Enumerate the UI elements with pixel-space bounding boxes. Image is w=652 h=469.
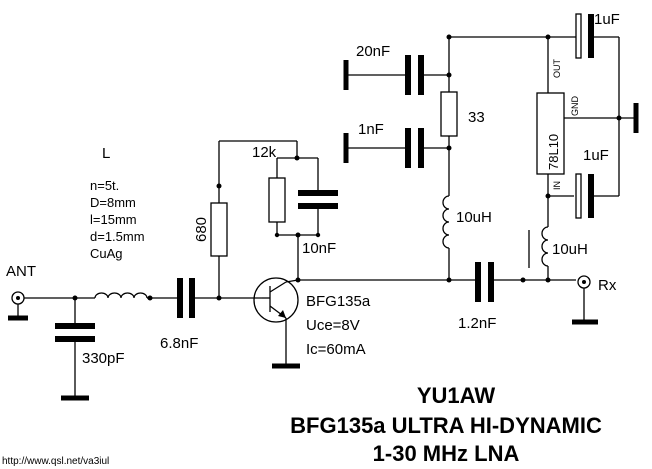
capacitor-1uf-bottom <box>548 173 619 219</box>
junction-dot <box>147 295 153 301</box>
junction-dot <box>295 232 301 238</box>
l-choke1-label: 10uH <box>456 209 492 226</box>
r-33-label: 33 <box>468 109 485 126</box>
inductor-choke-2 <box>528 196 549 280</box>
capacitor-6-8nf <box>177 278 262 318</box>
junction-dot <box>294 155 300 161</box>
junction-dot <box>216 183 222 189</box>
ic-label: Ic=60mA <box>306 341 366 358</box>
c-1uf-top-label: 1uF <box>594 11 620 28</box>
author-title: YU1AW <box>417 383 495 408</box>
c-1nf-label: 1nF <box>358 121 384 138</box>
rx-connector <box>572 275 598 325</box>
capacitor-1uf-top <box>575 13 619 59</box>
c-1-2nf-label: 1.2nF <box>458 315 496 332</box>
capacitor-330pf <box>55 298 95 401</box>
coil-spec-wire: d=1.5mm <box>90 229 145 244</box>
r-12k-label: 12k <box>252 144 277 161</box>
reg-gnd-label: GND <box>570 96 580 117</box>
resistor-680 <box>210 140 297 298</box>
antenna-connector <box>8 291 28 321</box>
regulator-78l10 <box>536 37 619 196</box>
feedback-network <box>268 141 338 280</box>
coil-spec-length: l=15mm <box>90 212 137 227</box>
uce-label: Uce=8V <box>306 317 360 334</box>
junction-dot <box>545 34 551 40</box>
capacitor-1-2nf <box>475 262 576 302</box>
r-680-label: 680 <box>193 217 210 242</box>
c-10nf-label: 10nF <box>302 240 336 257</box>
c-330pf-label: 330pF <box>82 350 125 367</box>
junction-dot <box>315 232 321 238</box>
input-inductor <box>94 292 180 299</box>
coil-spec-material: CuAg <box>90 246 123 261</box>
capacitor-20nf <box>343 55 449 95</box>
reg-in-label: IN <box>552 181 562 190</box>
title-line-2: 1-30 MHz LNA <box>373 441 520 466</box>
c-6-8nf-label: 6.8nF <box>160 335 198 352</box>
reg-name-label: 78L10 <box>546 134 561 170</box>
reg-out-label: OUT <box>552 59 562 79</box>
title-line-1: BFG135a ULTRA HI-DYNAMIC <box>290 413 602 438</box>
ant-label: ANT <box>6 263 36 280</box>
rx-label: Rx <box>598 277 617 294</box>
coil-spec-turns: n=5t. <box>90 178 119 193</box>
coil-spec-diameter: D=8mm <box>90 195 136 210</box>
inductor-choke-1 <box>442 195 450 280</box>
c-20nf-label: 20nF <box>356 43 390 60</box>
coil-name-label: L <box>102 145 110 162</box>
l-choke2-label: 10uH <box>552 241 588 258</box>
source-url: http://www.qsl.net/va3iul <box>2 456 109 467</box>
transistor-label: BFG135a <box>306 293 371 310</box>
capacitor-1nf <box>343 128 449 168</box>
junction-dot <box>520 277 526 283</box>
transistor-bfg135a <box>253 277 300 369</box>
junction-dot <box>274 232 280 238</box>
c-1uf-bottom-label: 1uF <box>583 147 609 164</box>
resistor-33 <box>440 91 458 196</box>
